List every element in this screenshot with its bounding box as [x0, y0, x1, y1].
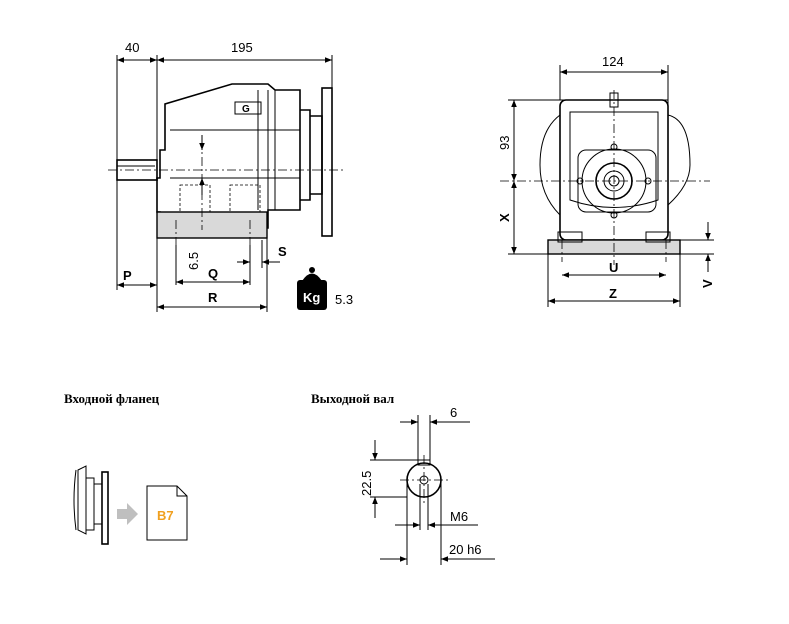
dim-124-label: 124: [602, 54, 624, 69]
weight-value: 5.3: [335, 292, 353, 307]
base-foot: [156, 211, 268, 239]
output-shaft-section: Выходной вал 6 22.5 M6 20 h6: [311, 391, 495, 565]
side-view: G 40 195 6.5: [108, 40, 353, 312]
input-flange-section: Входной фланец B7: [64, 391, 188, 545]
flange-icon: [101, 471, 109, 545]
dim-6-label: 6: [450, 405, 457, 420]
document-icon: [146, 485, 188, 541]
input-flange-title: Входной фланец: [64, 391, 160, 406]
dim-v-label: V: [700, 279, 715, 288]
logo-plate: [234, 101, 262, 115]
dim-u-label: U: [609, 260, 618, 275]
output-flange: [321, 87, 333, 237]
weight-icon: Kg: [297, 267, 327, 310]
dim-z-label: Z: [609, 286, 617, 301]
weight-badge-text: Kg: [303, 290, 320, 305]
adapter-ring: [300, 109, 311, 201]
dim-m6-label: M6: [450, 509, 468, 524]
logo-mark: G: [242, 104, 250, 115]
dim-q-label: Q: [208, 266, 218, 281]
dim-40-label: 40: [125, 40, 139, 55]
dim-93-label: 93: [497, 136, 512, 150]
arrow-right-icon: [117, 503, 138, 525]
front-view: 124 93 X U Z V: [497, 54, 715, 307]
dim-22-5-label: 22.5: [359, 471, 374, 496]
output-shaft-title: Выходной вал: [311, 391, 394, 406]
dim-p-label: P: [123, 268, 132, 283]
dim-6-5-label: 6.5: [186, 252, 201, 270]
dim-r-label: R: [208, 290, 218, 305]
dim-s-label: S: [278, 244, 287, 259]
dim-x-label: X: [497, 213, 512, 222]
doc-code-label: B7: [157, 508, 174, 523]
dim-20h6-label: 20 h6: [449, 542, 482, 557]
dim-195-label: 195: [231, 40, 253, 55]
gearbox-body: [156, 83, 301, 229]
